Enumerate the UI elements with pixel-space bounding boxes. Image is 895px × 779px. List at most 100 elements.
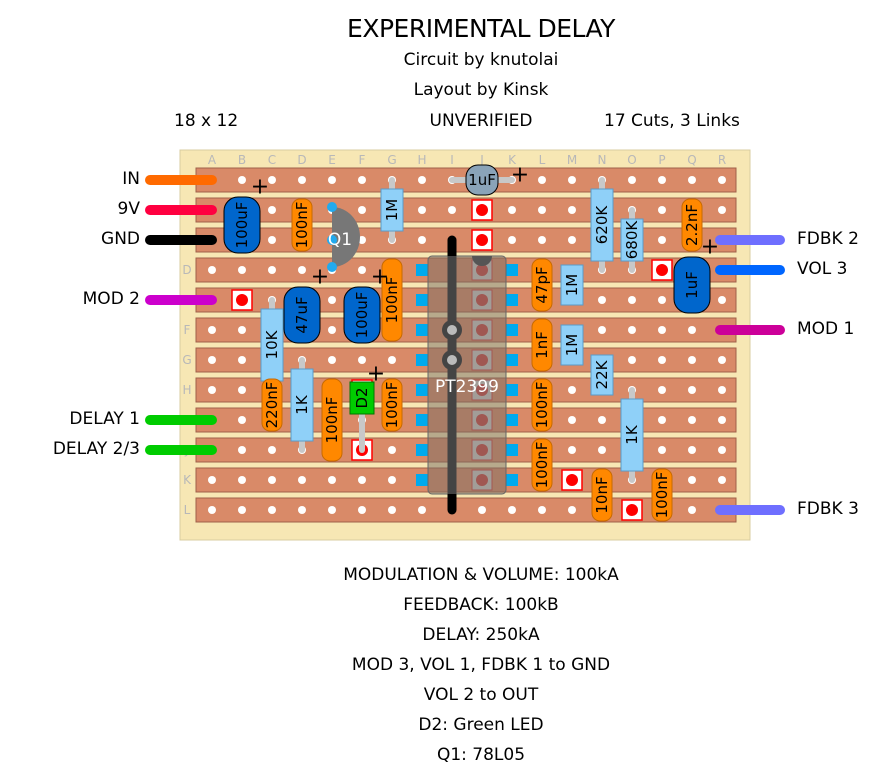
hole — [328, 476, 336, 484]
film-capacitor-label: 100nF — [293, 202, 311, 249]
hole — [268, 176, 276, 184]
hole — [298, 506, 306, 514]
link-joint-dot — [447, 325, 457, 335]
hole — [718, 476, 726, 484]
hole — [718, 206, 726, 214]
polarity-plus: + — [367, 362, 385, 387]
column-label: O — [627, 153, 636, 167]
ic-pin — [506, 294, 518, 306]
hole — [688, 476, 696, 484]
film-capacitor — [591, 468, 613, 522]
hole — [538, 206, 546, 214]
track-cut-dot — [656, 264, 668, 276]
hole — [628, 296, 636, 304]
column-label: J — [479, 153, 484, 167]
transistor-pin — [327, 235, 337, 245]
electrolytic-capacitor — [283, 286, 321, 344]
polarity-plus: + — [371, 265, 389, 290]
hole — [718, 386, 726, 394]
row-label: G — [182, 353, 191, 367]
hole — [658, 356, 666, 364]
hole — [388, 506, 396, 514]
row-label: D — [182, 263, 191, 277]
column-label: Q — [687, 153, 696, 167]
hole — [388, 446, 396, 454]
electrolytic-label: 1uF — [683, 271, 701, 299]
hole — [268, 206, 276, 214]
film-capacitor-label: 100nF — [383, 277, 401, 324]
electrolytic-capacitor — [343, 286, 381, 344]
hole — [568, 386, 576, 394]
wire-label: VOL 3 — [797, 259, 848, 279]
resistor-label: 22K — [593, 359, 611, 389]
ic-pin — [416, 264, 428, 276]
hole — [718, 356, 726, 364]
column-label: N — [598, 153, 607, 167]
hole — [418, 206, 426, 214]
ic-pin — [416, 414, 428, 426]
column-label: G — [387, 153, 396, 167]
electrolytic-label: 47uF — [293, 296, 311, 333]
electrolytic-label: 100uF — [353, 292, 371, 339]
column-label: L — [539, 153, 546, 167]
film-capacitor — [381, 378, 403, 432]
hole — [418, 236, 426, 244]
row-label: K — [183, 473, 192, 487]
row-label: L — [184, 503, 191, 517]
board-size: 18 x 12 — [174, 111, 239, 131]
hole — [478, 506, 486, 514]
resistor-label: 1M — [383, 199, 401, 222]
hole — [328, 326, 336, 334]
hole — [598, 326, 606, 334]
hole — [238, 326, 246, 334]
hole — [238, 416, 246, 424]
transistor-q1 — [332, 207, 360, 267]
link-joint-dot — [447, 355, 457, 365]
note-q1: Q1: 78L05 — [436, 745, 526, 765]
hole — [658, 326, 666, 334]
hole — [208, 356, 216, 364]
film-capacitor-label: 100nF — [533, 442, 551, 489]
wire-label: IN — [122, 169, 140, 189]
transistor-pin — [327, 202, 337, 212]
ic-body — [427, 255, 507, 495]
resistor — [380, 188, 404, 232]
wire-label: 9V — [117, 199, 140, 219]
hole — [358, 236, 366, 244]
hole — [628, 176, 636, 184]
hole — [598, 446, 606, 454]
ic-pin — [416, 444, 428, 456]
column-label: K — [508, 153, 517, 167]
column-label: A — [208, 153, 217, 167]
resistor-label: 1M — [563, 334, 581, 357]
film-capacitor — [531, 318, 553, 372]
resistor — [560, 324, 584, 366]
column-label: R — [718, 153, 726, 167]
electrolytic-label: 100uF — [233, 202, 251, 249]
hole — [718, 416, 726, 424]
film-capacitor-label: 2.2nF — [683, 204, 701, 246]
ic-pin — [416, 294, 428, 306]
hole — [658, 296, 666, 304]
hole — [358, 176, 366, 184]
hole — [568, 206, 576, 214]
polarity-plus: + — [311, 265, 329, 290]
hole — [268, 476, 276, 484]
hole — [418, 176, 426, 184]
copper-strip — [195, 497, 737, 523]
note-d2: D2: Green LED — [418, 715, 544, 735]
hole — [598, 416, 606, 424]
film-capacitor — [531, 378, 553, 432]
hole — [688, 356, 696, 364]
note-pot-feedback: FEEDBACK: 100kB — [403, 595, 559, 615]
electrolytic-capacitor — [673, 256, 711, 314]
hole — [568, 506, 576, 514]
wire-label: MOD 2 — [82, 289, 140, 309]
note-pots-mod-vol: MODULATION & VOLUME: 100kA — [343, 565, 619, 585]
hole — [388, 356, 396, 364]
hole — [718, 176, 726, 184]
hole — [268, 266, 276, 274]
hole — [568, 236, 576, 244]
hole — [508, 206, 516, 214]
